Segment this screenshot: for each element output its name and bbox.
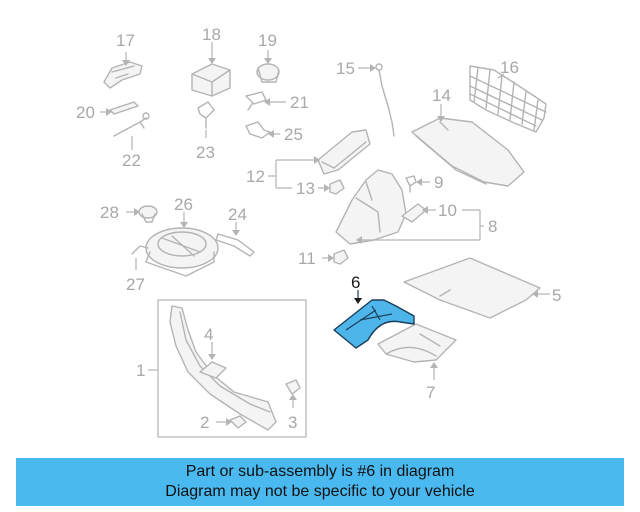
part-25-hook[interactable] [245, 121, 280, 139]
callout-4[interactable]: 4 [204, 325, 213, 344]
part-6-highlighted[interactable] [333, 290, 415, 349]
callout-12[interactable]: 12 [246, 167, 265, 186]
part-13-cap[interactable] [318, 179, 345, 195]
callout-15[interactable]: 15 [336, 59, 355, 78]
part-20-rod[interactable] [100, 101, 139, 116]
callout-26[interactable]: 26 [174, 195, 193, 214]
part-4-pad[interactable] [199, 342, 227, 379]
banner-line-1: Part or sub-assembly is #6 in diagram [185, 463, 455, 480]
callout-13[interactable]: 13 [296, 179, 315, 198]
part-12-trim[interactable] [268, 129, 371, 189]
part-15-rod[interactable] [358, 63, 395, 137]
part-3-bumper[interactable] [285, 379, 301, 408]
part-21-bracket[interactable] [245, 91, 286, 111]
part-10-cover[interactable] [401, 203, 436, 223]
callout-25[interactable]: 25 [284, 125, 303, 144]
callout-9[interactable]: 9 [434, 173, 443, 192]
callout-27[interactable]: 27 [126, 275, 145, 294]
callout-24[interactable]: 24 [228, 205, 247, 224]
parts-diagram: 17 18 19 15 16 14 [76, 25, 561, 438]
callout-10[interactable]: 10 [438, 201, 457, 220]
callout-8[interactable]: 8 [488, 217, 497, 236]
callout-19[interactable]: 19 [258, 31, 277, 50]
info-banner: Part or sub-assembly is #6 in diagram Di… [16, 458, 624, 506]
part-22-wrench[interactable] [113, 112, 150, 150]
part-23-clip[interactable] [197, 101, 215, 138]
part-14-rear-shelf[interactable] [411, 104, 525, 187]
part-24-bracket[interactable] [215, 222, 255, 257]
part-7-tray[interactable] [377, 323, 457, 380]
callout-22[interactable]: 22 [122, 151, 141, 170]
part-16-cargo-net[interactable] [469, 65, 547, 133]
part-11-cap[interactable] [322, 249, 349, 265]
callout-3[interactable]: 3 [288, 413, 297, 432]
callout-14[interactable]: 14 [432, 86, 451, 105]
callout-6[interactable]: 6 [351, 273, 360, 292]
callout-28[interactable]: 28 [100, 203, 119, 222]
callout-1[interactable]: 1 [136, 361, 145, 380]
part-28-plug[interactable] [126, 205, 158, 223]
part-17-jack[interactable] [103, 52, 143, 89]
callout-7[interactable]: 7 [426, 383, 435, 402]
callout-18[interactable]: 18 [202, 25, 221, 44]
part-18-box[interactable] [191, 42, 231, 97]
callout-21[interactable]: 21 [290, 93, 309, 112]
callout-16[interactable]: 16 [500, 58, 519, 77]
callout-20[interactable]: 20 [76, 103, 95, 122]
part-2-clip[interactable] [216, 415, 247, 429]
part-5-floor-mat[interactable] [403, 257, 550, 319]
callout-17[interactable]: 17 [116, 31, 135, 50]
part-1-trim-box[interactable] [148, 299, 307, 438]
part-19-cylinder[interactable] [256, 50, 280, 83]
callout-2[interactable]: 2 [200, 413, 209, 432]
callout-5[interactable]: 5 [552, 286, 561, 305]
part-8-side-trim[interactable] [335, 169, 484, 245]
callout-11[interactable]: 11 [298, 249, 316, 268]
part-9-clip[interactable] [405, 175, 430, 193]
part-26-tray[interactable] [145, 212, 219, 277]
part-27-strap[interactable] [131, 245, 149, 270]
banner-line-2: Diagram may not be specific to your vehi… [165, 483, 475, 500]
callout-23[interactable]: 23 [196, 143, 215, 162]
